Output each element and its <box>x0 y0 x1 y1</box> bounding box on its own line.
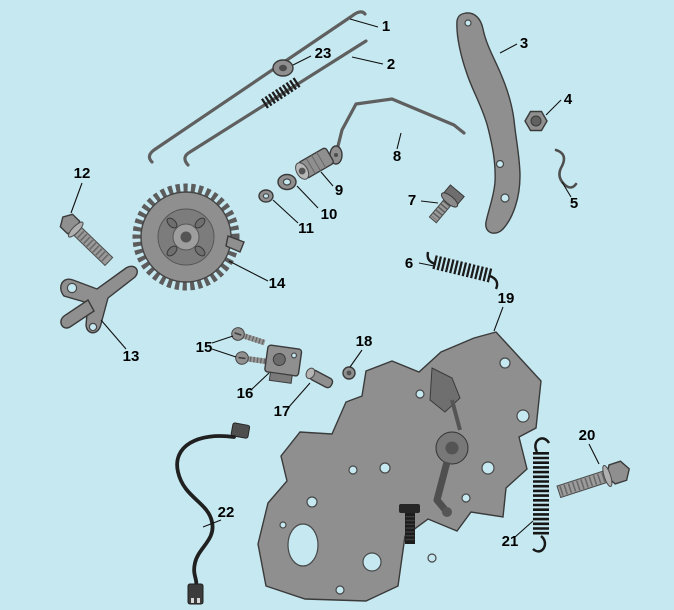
part-label-7: 7 <box>408 192 416 209</box>
part-13-governor-arm <box>60 265 138 334</box>
part-label-3: 3 <box>520 35 528 52</box>
part-label-17: 17 <box>274 403 291 420</box>
part-label-4: 4 <box>564 91 573 108</box>
part-1-control-rod <box>147 10 367 164</box>
part-2-throttle-rod <box>183 39 368 167</box>
part-label-10: 10 <box>321 206 338 223</box>
leader-14 <box>228 260 269 282</box>
part-label-6: 6 <box>405 255 413 272</box>
part-label-9: 9 <box>335 182 343 199</box>
leader-4 <box>545 99 562 116</box>
part-18-push-nut <box>342 366 356 380</box>
leader-lines <box>70 18 600 538</box>
part-4-nut <box>524 110 548 132</box>
part-label-19: 19 <box>498 290 515 307</box>
part-12-hex-bolt <box>59 213 114 267</box>
part-label-14: 14 <box>269 275 286 292</box>
leader-19 <box>493 306 504 332</box>
part-label-16: 16 <box>237 385 254 402</box>
part-label-5: 5 <box>570 195 578 212</box>
leader-16 <box>250 372 270 391</box>
part-label-15: 15 <box>196 339 213 356</box>
leader-9 <box>320 171 334 187</box>
part-label-12: 12 <box>74 165 91 182</box>
part-label-13: 13 <box>123 348 140 365</box>
part-11-washer-small <box>258 189 274 203</box>
part-labels: 1 2 3 4 5 6 7 8 9 10 11 12 13 14 15 16 1… <box>74 18 596 550</box>
part-label-20: 20 <box>579 427 596 444</box>
part-6-spring <box>426 251 499 290</box>
part-3-control-lever <box>456 12 521 234</box>
leader-13 <box>100 319 127 350</box>
part-label-1: 1 <box>382 18 390 35</box>
part-10-washer <box>277 173 297 191</box>
leader-18 <box>349 349 363 368</box>
part-9-bushing <box>295 147 334 180</box>
part-19-mounting-plate <box>257 331 542 602</box>
part-label-23: 23 <box>315 45 332 62</box>
leader-17 <box>287 382 311 409</box>
part-label-21: 21 <box>502 533 519 550</box>
leader-15a <box>211 335 234 344</box>
leader-11 <box>272 199 299 224</box>
plate-bolt <box>399 504 420 544</box>
leader-12 <box>70 182 83 214</box>
leader-15b <box>211 348 237 358</box>
part-20-hex-bolt <box>556 460 631 499</box>
part-14-governor-gear <box>132 183 245 291</box>
part-21-extension-spring <box>532 437 551 553</box>
part-label-8: 8 <box>393 148 401 165</box>
leader-5 <box>561 181 572 198</box>
part-5-cotter-clip <box>554 148 578 189</box>
leader-3 <box>499 43 518 54</box>
part-label-2: 2 <box>387 56 395 73</box>
leader-2 <box>351 56 384 65</box>
leader-6 <box>418 262 435 267</box>
leader-23 <box>292 55 312 66</box>
part-7-bolt <box>428 184 465 224</box>
leader-7 <box>420 200 439 204</box>
part-label-18: 18 <box>356 333 373 350</box>
leader-21 <box>514 520 534 538</box>
part-16-bracket-block <box>264 344 303 384</box>
gear-teeth <box>132 183 240 291</box>
leader-8 <box>396 132 402 150</box>
part-22-wire-harness <box>175 422 251 605</box>
leader-10 <box>296 185 319 209</box>
rod-spring <box>260 76 303 109</box>
part-label-11: 11 <box>298 220 314 237</box>
part-23-grommet-washer <box>272 59 294 77</box>
leader-22 <box>202 519 222 528</box>
part-17-pin-spacer <box>305 367 334 389</box>
leader-1 <box>349 18 379 28</box>
part-label-22: 22 <box>218 504 235 521</box>
leader-20 <box>588 443 600 465</box>
gear-pawl <box>225 235 245 253</box>
